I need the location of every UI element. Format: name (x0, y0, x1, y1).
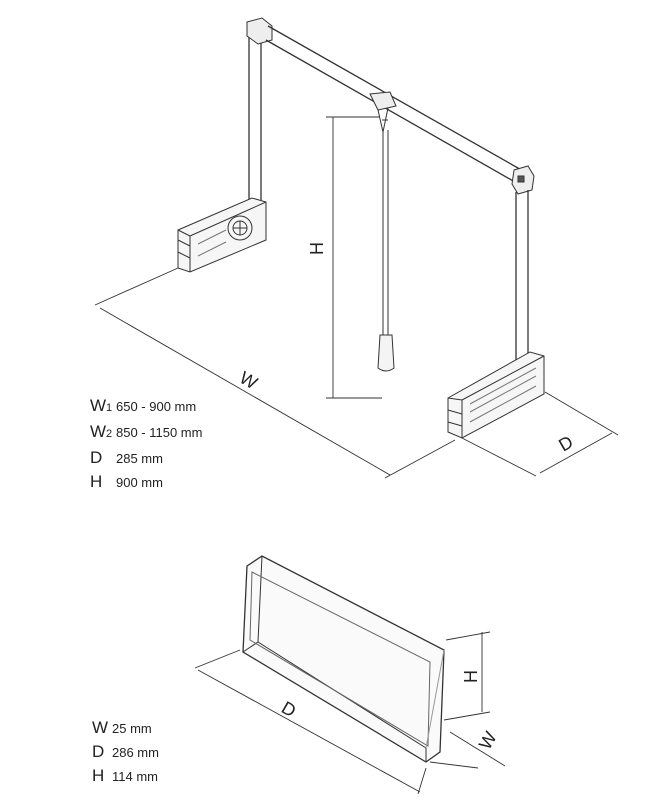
right-mechanism-housing (447, 351, 545, 439)
spec-value: 850 - 1150 mm (116, 425, 203, 440)
wardrobe-lift-drawing (94, 17, 619, 479)
spec-value: 25 mm (112, 721, 152, 736)
cover-h-label: H (461, 670, 481, 683)
spec-h: H 900 mm (90, 470, 202, 494)
spec-value: 114 mm (112, 769, 158, 784)
spec-value: 286 mm (112, 745, 159, 760)
spec-key: D (90, 448, 103, 467)
spec-d: D 286 mm (92, 740, 159, 764)
top-w-label: W (236, 367, 261, 393)
spec-key: W (90, 396, 107, 415)
top-h-label: H (307, 242, 327, 255)
cover-d-label: D (278, 697, 299, 721)
left-mechanism-housing (177, 197, 267, 273)
spec-key: D (92, 742, 105, 761)
spec-value: 650 - 900 mm (116, 399, 197, 414)
spec-key: W (90, 422, 107, 441)
cover-drawing (194, 555, 506, 795)
spec-d: D 285 mm (90, 446, 202, 470)
spec-key: H (92, 766, 105, 785)
spec-h: H 114 mm (92, 764, 159, 788)
spec-value: 285 mm (116, 451, 163, 466)
spec-value: 900 mm (116, 475, 163, 490)
top-d-label: D (555, 432, 576, 456)
spec-sub: 1 (106, 402, 113, 414)
spec-key: H (90, 472, 103, 491)
spec-key: W (92, 718, 109, 737)
spec-sub: 2 (106, 428, 113, 440)
